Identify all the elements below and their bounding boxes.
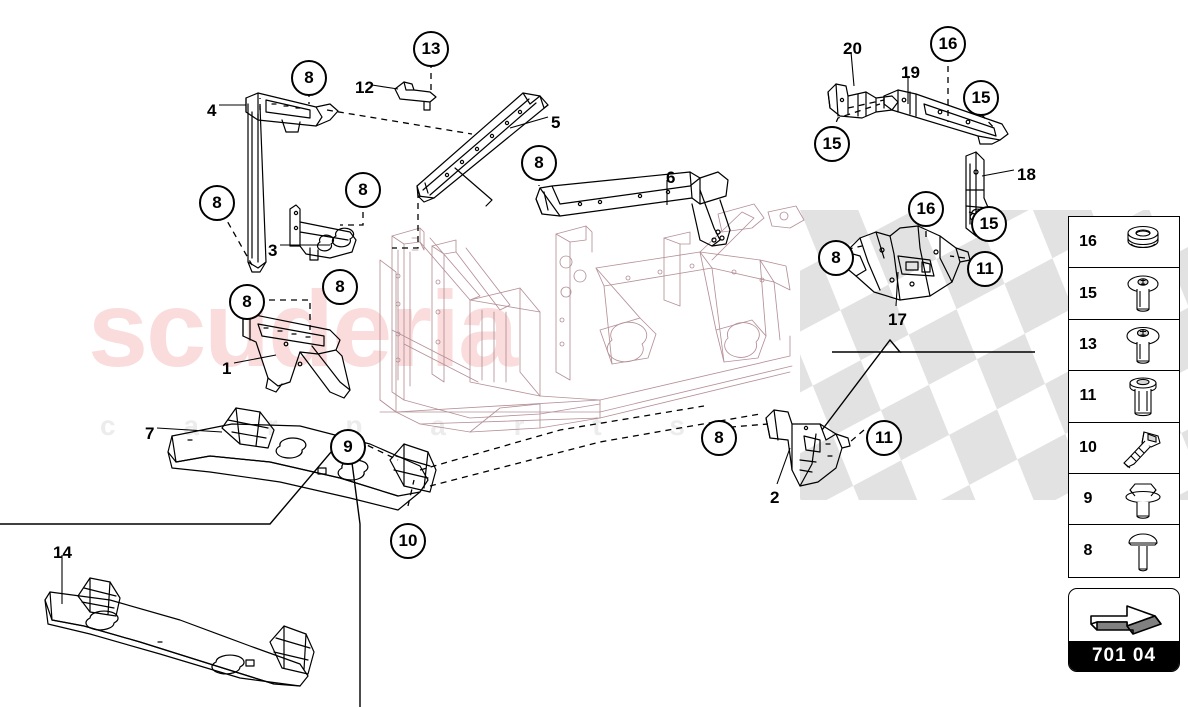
watermark-brand: scuderia bbox=[88, 268, 518, 389]
part-number-label-12: 12 bbox=[355, 78, 374, 97]
part-number-label-2: 2 bbox=[770, 488, 780, 507]
legend-row[interactable]: 15 bbox=[1069, 268, 1179, 320]
part-number-label-7: 7 bbox=[145, 424, 155, 443]
callout-bubble-8[interactable]: 8 bbox=[322, 269, 358, 305]
page-code-badge[interactable]: 701 04 bbox=[1068, 588, 1180, 672]
part-number-label-3: 3 bbox=[268, 241, 278, 260]
legend-row[interactable]: 10 bbox=[1069, 423, 1179, 474]
hex-flange-bolt-icon bbox=[1107, 478, 1179, 520]
part-number-label-5: 5 bbox=[551, 113, 561, 132]
legend-item-number: 9 bbox=[1083, 490, 1093, 508]
callout-bubble-8[interactable]: 8 bbox=[521, 145, 557, 181]
fastener-legend-table: 16 15 bbox=[1068, 216, 1180, 578]
legend-row[interactable]: 9 bbox=[1069, 474, 1179, 526]
flange-collar-bolt-icon bbox=[1107, 375, 1179, 417]
callout-bubble-16[interactable]: 16 bbox=[908, 191, 944, 227]
part-number-label-1: 1 bbox=[222, 359, 232, 378]
callout-bubble-11[interactable]: 11 bbox=[866, 420, 902, 456]
part-number-label-6: 6 bbox=[666, 168, 676, 187]
part-number-label-20: 20 bbox=[843, 39, 862, 58]
legend-item-number: 13 bbox=[1079, 335, 1097, 353]
3d-arrow-icon bbox=[1069, 589, 1179, 641]
part-number-label-19: 19 bbox=[901, 63, 920, 82]
callout-bubble-9[interactable]: 9 bbox=[330, 429, 366, 465]
legend-item-number: 8 bbox=[1083, 542, 1093, 560]
legend-row[interactable]: 16 bbox=[1069, 217, 1179, 269]
part-number-label-18: 18 bbox=[1017, 165, 1036, 184]
callout-bubble-8[interactable]: 8 bbox=[818, 240, 854, 276]
angled-flange-bolt-icon bbox=[1107, 426, 1179, 470]
legend-item-number: 10 bbox=[1079, 438, 1097, 456]
callout-bubble-10[interactable]: 10 bbox=[390, 523, 426, 559]
callout-bubble-15[interactable]: 15 bbox=[971, 206, 1007, 242]
legend-row[interactable]: 11 bbox=[1069, 371, 1179, 423]
legend-item-number: 16 bbox=[1079, 233, 1097, 251]
torx-pan-screw-icon bbox=[1107, 324, 1179, 366]
grommet-bush-icon bbox=[1107, 223, 1179, 261]
callout-bubble-8[interactable]: 8 bbox=[229, 284, 265, 320]
watermark-tagline: c a r p a r t s bbox=[100, 410, 715, 441]
legend-item-number: 11 bbox=[1079, 387, 1097, 405]
callout-bubble-8[interactable]: 8 bbox=[701, 420, 737, 456]
part-number-label-4: 4 bbox=[207, 101, 217, 120]
callout-bubble-8[interactable]: 8 bbox=[291, 60, 327, 96]
round-head-rivet-icon bbox=[1107, 529, 1179, 573]
callout-bubble-16[interactable]: 16 bbox=[930, 26, 966, 62]
callout-bubble-13[interactable]: 13 bbox=[413, 31, 449, 67]
legend-row[interactable]: 13 bbox=[1069, 320, 1179, 372]
callout-bubble-8[interactable]: 8 bbox=[199, 185, 235, 221]
legend-item-number: 15 bbox=[1079, 284, 1097, 302]
legend-row[interactable]: 8 bbox=[1069, 525, 1179, 576]
callout-bubble-8[interactable]: 8 bbox=[345, 172, 381, 208]
callout-bubble-15[interactable]: 15 bbox=[814, 126, 850, 162]
torx-pan-screw-icon bbox=[1107, 273, 1179, 315]
callout-bubble-15[interactable]: 15 bbox=[963, 80, 999, 116]
part-number-label-17: 17 bbox=[888, 310, 907, 329]
part-number-label-14: 14 bbox=[53, 543, 72, 562]
page-code-text: 701 04 bbox=[1069, 641, 1179, 671]
callout-bubble-11[interactable]: 11 bbox=[967, 251, 1003, 287]
